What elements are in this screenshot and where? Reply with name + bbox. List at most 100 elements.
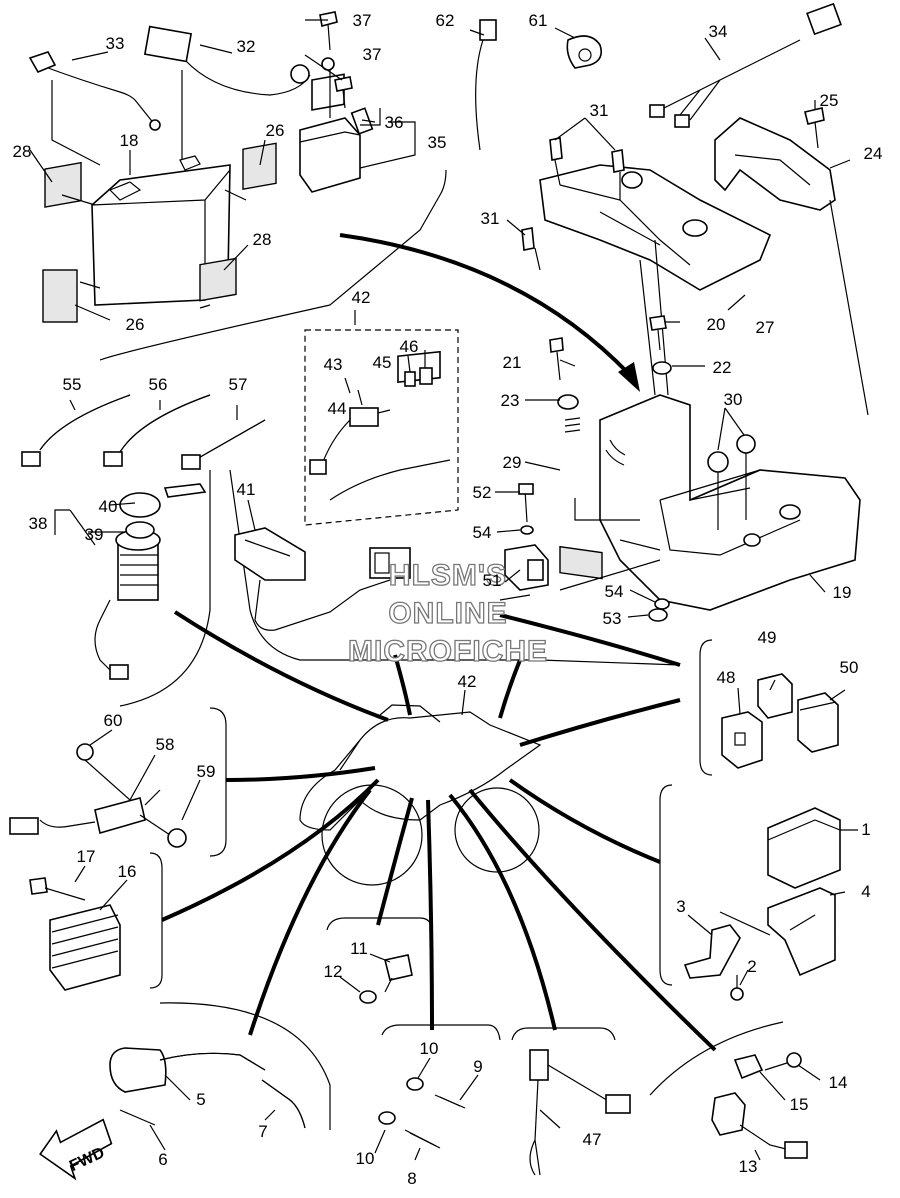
bolt-52-head — [518, 483, 534, 495]
cable-tie-62 — [475, 19, 497, 151]
callout-1: 1 — [861, 820, 870, 839]
callout-21: 21 — [503, 353, 522, 372]
cable-32-lug — [290, 64, 310, 84]
clip-51-guide — [499, 498, 661, 601]
callout-35: 35 — [428, 133, 447, 152]
battery-pad-26a — [242, 142, 277, 190]
left-mid-group-bracket — [119, 470, 211, 707]
callout-labels: 37 37 36 35 33 32 18 28 26 28 26 62 61 3… — [13, 11, 883, 1188]
nut-53 — [648, 608, 668, 622]
cable-tie-56 — [103, 394, 211, 467]
callout-43: 43 — [324, 355, 343, 374]
callout-22: 22 — [713, 358, 732, 377]
callout-9: 9 — [473, 1057, 482, 1076]
sensor-8-9-bracket — [381, 1024, 501, 1041]
top-left-group-bracket — [99, 169, 447, 361]
callout-11: 11 — [350, 939, 368, 958]
washer-54a — [520, 525, 534, 535]
relay-bracket — [699, 639, 713, 776]
callout-42a: 42 — [352, 288, 371, 307]
main-switch-38 — [94, 529, 161, 680]
callout-26b: 26 — [126, 315, 145, 334]
clip-51 — [504, 544, 549, 591]
callout-25: 25 — [820, 91, 839, 110]
fuse-group-border — [304, 329, 459, 526]
hose-7 — [261, 1079, 306, 1129]
rectifier-bracket — [149, 852, 163, 989]
washer-10a — [406, 1077, 424, 1091]
callout-12: 12 — [324, 962, 343, 981]
callout-5: 5 — [196, 1090, 205, 1109]
battery-box-19 — [599, 394, 861, 611]
callout-58: 58 — [156, 735, 175, 754]
ecu-bracket-4 — [767, 887, 836, 977]
callout-52: 52 — [473, 483, 492, 502]
sensor-9 — [434, 1094, 466, 1109]
bolt-31b — [611, 149, 625, 173]
relay-49 — [757, 673, 793, 719]
relay-50 — [797, 692, 839, 753]
bolt-14 — [764, 1052, 802, 1071]
callout-29: 29 — [503, 453, 522, 472]
watermark-line-2: ONLINE — [388, 597, 507, 630]
callout-leaders — [29, 19, 858, 1161]
rectifier-16 — [49, 904, 121, 991]
battery — [91, 155, 231, 306]
clamp-61 — [566, 35, 603, 69]
callout-57: 57 — [229, 375, 248, 394]
sensor-11 — [384, 954, 413, 993]
callout-50: 50 — [840, 658, 859, 677]
callout-31a: 31 — [590, 101, 609, 120]
lead-wire-34 — [649, 2, 842, 128]
watermark-line-1: HLSM'S — [389, 559, 507, 592]
battery-box-bracket-27 — [539, 164, 772, 291]
callout-54a: 54 — [473, 523, 492, 542]
bracket-24 — [714, 117, 836, 211]
callout-27: 27 — [756, 318, 775, 337]
bolt-21 — [549, 337, 564, 381]
callout-46: 46 — [400, 337, 419, 356]
starter-relay-35 — [299, 73, 361, 193]
relocation-arrowhead — [618, 362, 640, 392]
harness-group-bracket — [229, 469, 681, 666]
battery-pad-28b — [199, 257, 237, 302]
washer-10b — [378, 1111, 396, 1125]
damper-23 — [564, 417, 581, 433]
callout-37b: 37 — [363, 45, 382, 64]
bolt-37a — [319, 11, 338, 71]
bolt-25 — [804, 107, 825, 149]
cable-33-terminal — [28, 51, 57, 74]
callout-47: 47 — [583, 1130, 602, 1149]
callout-4: 4 — [861, 882, 870, 901]
sensor-13 — [711, 1092, 808, 1159]
callout-10a: 10 — [420, 1039, 439, 1058]
fuel-pump-5 — [109, 1047, 266, 1093]
sensor-8 — [404, 1129, 441, 1149]
sensor-47 — [529, 1049, 631, 1176]
callout-16: 16 — [118, 862, 137, 881]
ecu-guide-lines — [719, 911, 771, 988]
callout-10b: 10 — [356, 1149, 375, 1168]
sensor-58-guides — [84, 759, 161, 806]
cable-tie-57 — [181, 419, 266, 470]
callout-54b: 54 — [605, 582, 624, 601]
callout-28b: 28 — [253, 230, 272, 249]
bolt-2 — [730, 987, 744, 1001]
battery-guide-lines — [51, 70, 331, 309]
lock-nut-40 — [119, 492, 161, 518]
watermark: HLSM'S ONLINE MICROFICHE — [347, 558, 547, 668]
ecu-bracket — [659, 784, 673, 986]
sensor-58 — [9, 797, 146, 835]
collar-23 — [557, 394, 579, 410]
nut-39 — [125, 521, 155, 539]
callout-14: 14 — [829, 1073, 848, 1092]
callout-34: 34 — [709, 22, 728, 41]
callout-6: 6 — [158, 1150, 167, 1169]
callout-7: 7 — [258, 1122, 267, 1141]
callout-48: 48 — [717, 668, 736, 687]
washer-22 — [652, 361, 672, 375]
bolt-31a — [549, 137, 563, 161]
battery-cable-32 — [184, 59, 311, 96]
callout-20: 20 — [707, 315, 726, 334]
